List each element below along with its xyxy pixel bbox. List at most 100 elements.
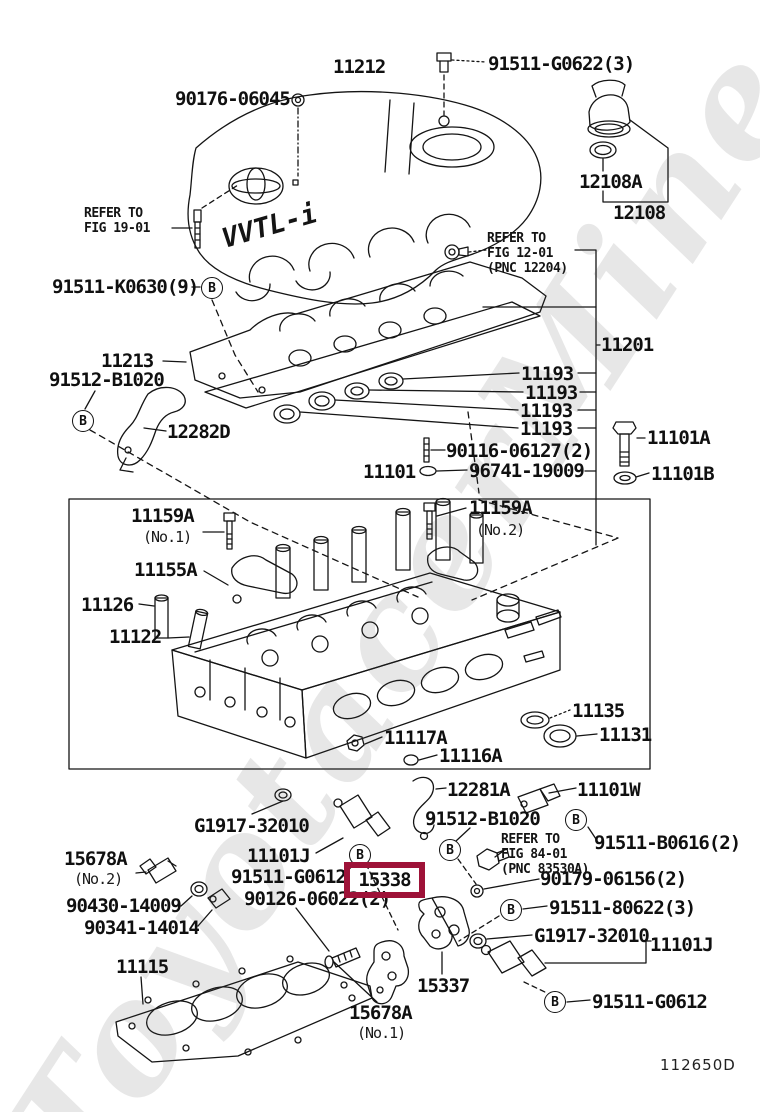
bolt-11159A-no2 — [423, 502, 436, 540]
part-label-91511-g0612[interactable]: 91511-G0612 — [231, 866, 347, 888]
part-label-11101w[interactable]: 11101W — [577, 779, 641, 801]
part-label-91511-g0612[interactable]: 91511-G0612 — [592, 991, 708, 1013]
part-label-11101j[interactable]: 11101J — [247, 845, 311, 867]
note-line: REFER TO — [501, 832, 560, 847]
bolt-91511-G0622 — [436, 52, 452, 73]
sub-label--no-1-: (No.1) — [357, 1024, 406, 1042]
part-label-11117a[interactable]: 11117A — [384, 727, 448, 749]
circled-b-marker: B — [544, 991, 566, 1013]
part-label-15678a[interactable]: 15678A — [64, 848, 128, 870]
seals-11193 — [273, 372, 404, 424]
part-label-11122[interactable]: 11122 — [109, 626, 162, 648]
part-label-g1917-32010[interactable]: G1917-32010 — [194, 815, 310, 837]
engine-cover-logo-text: VVTL-i — [218, 198, 320, 255]
part-label-91511-b0616-2-[interactable]: 91511-B0616(2) — [594, 832, 741, 854]
washer-96741 — [419, 465, 437, 477]
oil-cap-gasket — [589, 141, 617, 159]
part-label-90179-06156-2-[interactable]: 90179-06156(2) — [540, 868, 687, 890]
gasket-90430 — [190, 881, 208, 897]
bolt-11101A — [612, 421, 637, 467]
sensor-fig12 — [444, 244, 469, 260]
note-line: REFER TO — [84, 206, 143, 221]
plate-15337 — [418, 896, 470, 950]
part-label-11101[interactable]: 11101 — [363, 461, 416, 483]
part-label-11159a[interactable]: 11159A — [131, 505, 195, 527]
part-label-11101a[interactable]: 11101A — [647, 427, 711, 449]
part-label-12108a[interactable]: 12108A — [579, 171, 643, 193]
part-label-91511-k0630-9-[interactable]: 91511-K0630(9) — [52, 276, 199, 298]
part-label-90341-14014[interactable]: 90341-14014 — [84, 917, 200, 939]
bracket-12282D — [116, 386, 186, 473]
oring-G1917-upper — [274, 788, 292, 802]
part-label-91512-b1020[interactable]: 91512-B1020 — [49, 369, 165, 391]
bolt-11159A-no1 — [223, 512, 236, 550]
part-label-11213[interactable]: 11213 — [101, 350, 154, 372]
note-line: REFER TO — [487, 231, 546, 246]
sub-label--no-2-: (No.2) — [74, 870, 123, 888]
part-label-11101b[interactable]: 11101B — [651, 463, 715, 485]
part-label-90430-14009[interactable]: 90430-14009 — [66, 895, 182, 917]
part-label-11155a[interactable]: 11155A — [134, 559, 198, 581]
part-label-11131[interactable]: 11131 — [599, 724, 652, 746]
oil-filler-cap — [587, 79, 631, 159]
seal-11131 — [543, 724, 577, 748]
part-label-11193[interactable]: 11193 — [520, 400, 573, 422]
part-label-11193[interactable]: 11193 — [520, 418, 573, 440]
part-label-11115[interactable]: 11115 — [116, 956, 169, 978]
part-label-12282d[interactable]: 12282D — [167, 421, 231, 443]
part-label-11212[interactable]: 11212 — [333, 56, 386, 78]
stud-90116 — [423, 437, 430, 463]
part-label-11201[interactable]: 11201 — [601, 334, 654, 356]
part-label-91511-g0622-3-[interactable]: 91511-G0622(3) — [488, 53, 635, 75]
code-label-112650d: 112650D — [660, 1056, 736, 1074]
part-label-11159a[interactable]: 11159A — [469, 497, 533, 519]
part-label-11101j[interactable]: 11101J — [650, 934, 714, 956]
part-label-91511-80622-3-[interactable]: 91511-80622(3) — [549, 897, 696, 919]
dowels-plugs — [496, 593, 562, 663]
valve-cover-gasket — [204, 301, 541, 409]
nut-90179 — [470, 884, 484, 898]
hook-12281A — [412, 776, 435, 841]
injector-upper — [333, 794, 391, 837]
part-label-11135[interactable]: 11135 — [572, 700, 625, 722]
circled-b-marker: B — [500, 899, 522, 921]
plug-11117A — [346, 734, 365, 752]
nut-90176 — [291, 93, 305, 107]
part-label-11126[interactable]: 11126 — [81, 594, 134, 616]
part-label-12108[interactable]: 12108 — [613, 202, 666, 224]
gasket-11135 — [520, 711, 550, 729]
injector-lower — [480, 940, 547, 977]
part-label-90116-06127-2-[interactable]: 90116-06127(2) — [446, 440, 593, 462]
part-label-11193[interactable]: 11193 — [525, 382, 578, 404]
sensor-15678A-no2 — [139, 857, 177, 884]
note-line: (PNC 12204) — [487, 261, 568, 276]
cylinder-head — [171, 572, 561, 759]
head-gasket — [115, 955, 373, 1063]
part-label-90176-06045[interactable]: 90176-06045 — [175, 88, 291, 110]
plug-90341 — [207, 888, 231, 909]
part-label-11193[interactable]: 11193 — [521, 363, 574, 385]
stud-90126 — [324, 947, 361, 969]
stud-bolt-fig19 — [193, 209, 202, 249]
note-line: FIG 19-01 — [84, 221, 150, 236]
valve-guides — [275, 497, 484, 599]
part-label-96741-19009[interactable]: 96741-19009 — [469, 460, 585, 482]
part-label-11116a[interactable]: 11116A — [439, 745, 503, 767]
oring-G1917-lower — [469, 933, 487, 949]
sensor-11101W — [517, 783, 561, 814]
part-label-15678a[interactable]: 15678A — [349, 1002, 413, 1024]
section-frame — [68, 498, 651, 770]
valve-cover — [189, 261, 547, 409]
part-label-15337[interactable]: 15337 — [417, 975, 470, 997]
part-label-12281a[interactable]: 12281A — [447, 779, 511, 801]
circled-b-marker: B — [439, 839, 461, 861]
circled-b-marker: B — [565, 809, 587, 831]
part-label-91512-b1020[interactable]: 91512-B1020 — [425, 808, 541, 830]
washer-11101B — [613, 471, 637, 485]
highlighted-part-label-15338[interactable]: 15338 — [344, 862, 425, 898]
part-label-g1917-32010[interactable]: G1917-32010 — [534, 925, 650, 947]
